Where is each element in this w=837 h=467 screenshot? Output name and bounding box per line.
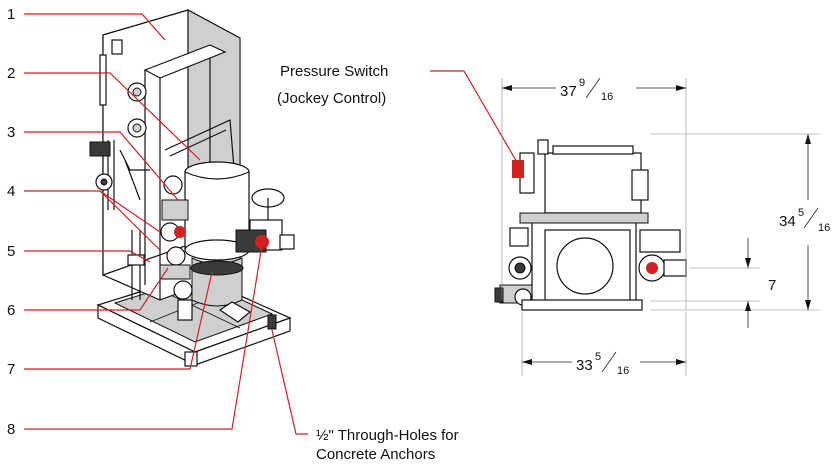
dim-width-bottom-den: 16 [617,365,629,377]
dim-height-right-den: 16 [818,222,830,234]
pressure-switch-line1: Pressure Switch [280,63,388,80]
callout-4: 4 [7,183,15,200]
svg-text:37: 37 [560,83,577,100]
dim-offset-value: 7 [768,277,776,294]
anchor-holes-fraction: ½ [316,427,329,444]
svg-text:½" Through-Holes for: ½" Through-Holes for [316,427,459,444]
callout-6: 6 [7,302,15,319]
dim-width-top: 37 9 16 [501,77,687,310]
dim-width-bottom-whole: 33 [576,357,593,374]
callout-8: 8 [7,421,15,438]
isometric-view [89,9,295,367]
callout-2: 2 [7,65,15,82]
dim-height-right-whole: 34 [779,213,796,230]
anchor-holes-label: ½" Through-Holes for Concrete Anchors [316,427,459,463]
callout-5: 5 [7,243,15,260]
callout-3: 3 [7,124,15,141]
dim-width-top-num: 9 [579,77,585,89]
pressure-switch-line2: (Jockey Control) [277,90,386,107]
callout-numbers: 1 2 3 4 5 6 7 8 [7,6,15,438]
anchor-holes-line2: Concrete Anchors [316,446,435,463]
dim-width-bottom-num: 5 [595,351,601,363]
dim-width-top-whole: 37 [560,83,577,100]
callout-1: 1 [7,6,15,23]
dim-height-right: 34 5 16 [650,133,830,311]
elevation-view [494,139,687,311]
callout-7: 7 [7,361,15,378]
anchor-holes-text: " Through-Holes for [329,427,459,444]
dim-width-bottom: 33 5 16 [521,312,687,377]
callout-leaders [24,13,308,435]
pressure-switch-label: Pressure Switch (Jockey Control) [277,63,519,165]
dim-height-right-num: 5 [798,207,804,219]
dim-width-top-den: 16 [601,91,613,103]
dim-offset: 7 [650,238,776,328]
